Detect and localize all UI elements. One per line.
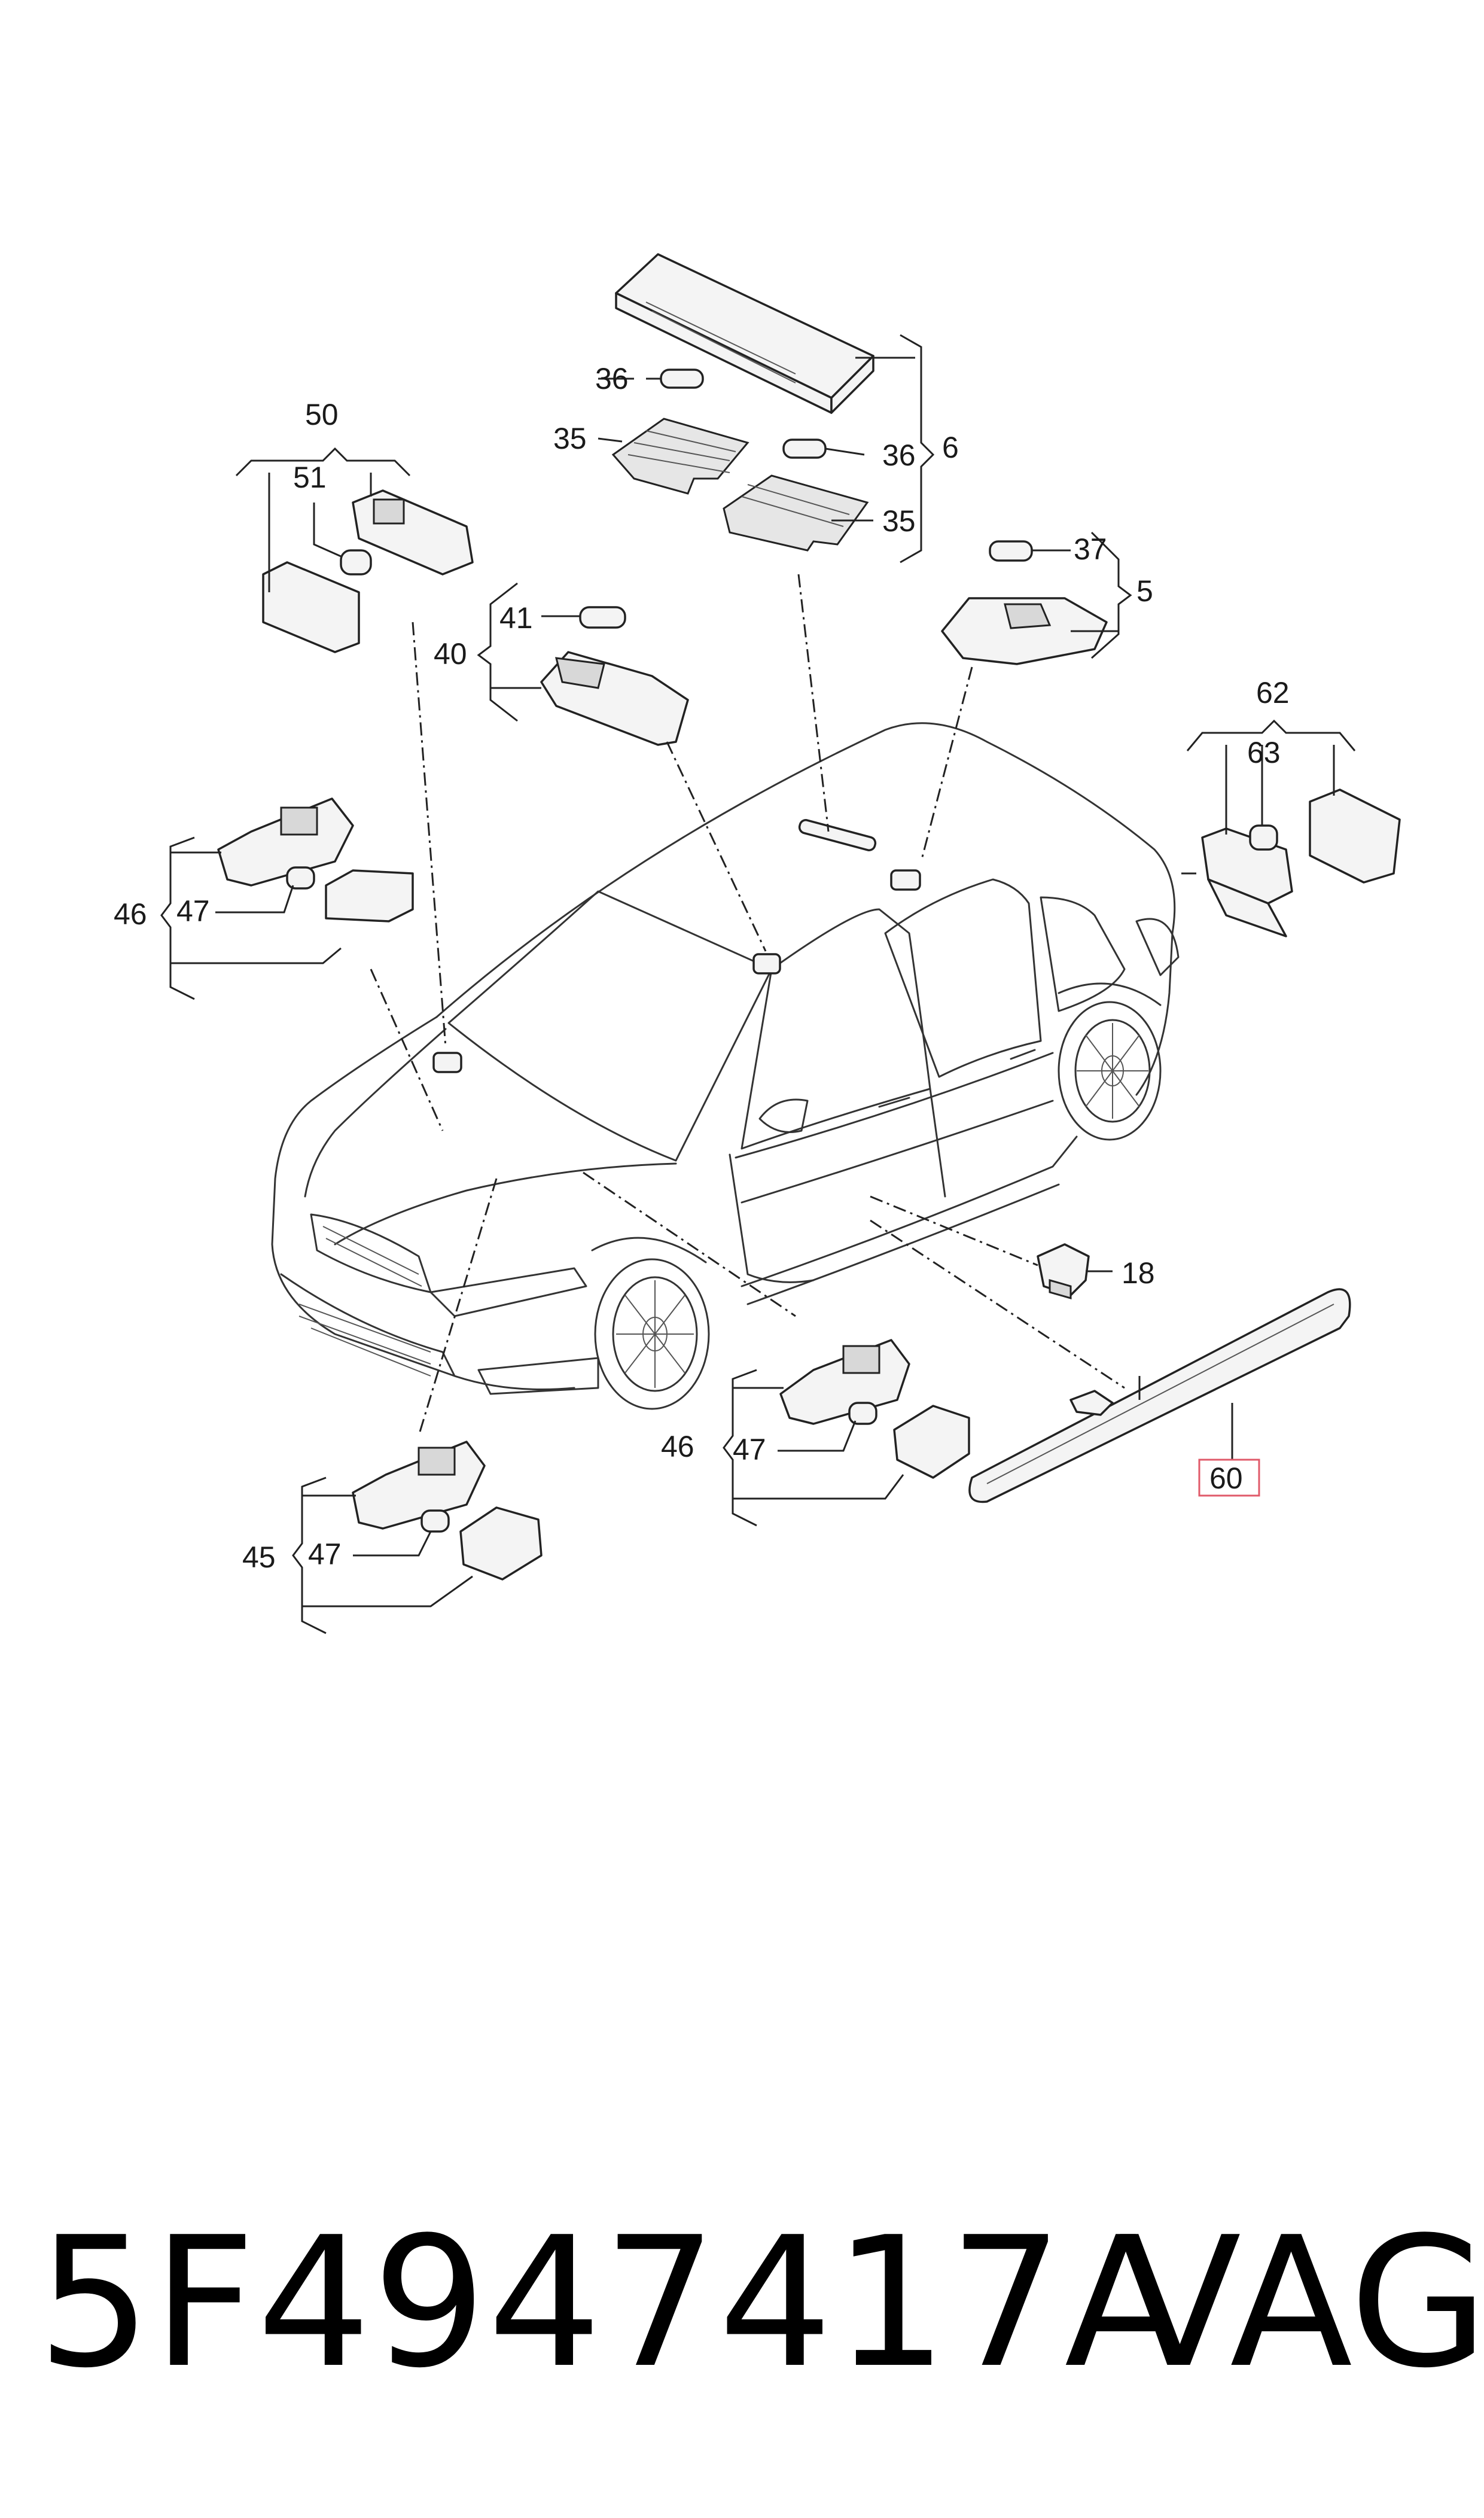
callout-46-left: 46 (114, 897, 147, 931)
callout-47-bottom: 47 (308, 1537, 342, 1571)
lens-35-left (611, 418, 749, 495)
switch-18 (870, 1195, 1113, 1299)
car-outline (271, 722, 1180, 1410)
bulb-36-right (782, 439, 865, 459)
rear-lamp-62-assembly (1181, 719, 1401, 937)
glovebox-lamp-assembly (235, 447, 474, 1048)
callout-40: 40 (434, 637, 467, 671)
callout-47-right: 47 (733, 1433, 766, 1466)
callout-62: 62 (1256, 676, 1290, 710)
callout-6: 6 (942, 431, 959, 464)
brand-text: VAG (1119, 2199, 1484, 2407)
callout-50: 50 (305, 398, 339, 431)
callout-45: 45 (242, 1540, 276, 1574)
callout-46-right: 46 (661, 1430, 694, 1463)
roof-console-assembly (598, 253, 935, 832)
rear-interior-lamp-assembly (920, 531, 1132, 862)
callout-60: 60 (1209, 1462, 1243, 1495)
callout-35-right: 35 (882, 504, 916, 538)
callout-51: 51 (293, 461, 327, 494)
front-wheel (591, 1237, 710, 1410)
door-lamp-46-right-assembly (583, 1171, 970, 1527)
door-lamp-45-assembly (292, 1178, 543, 1634)
rear-wheel (1058, 982, 1162, 1141)
part-number-text: 5F4947417A (37, 2199, 1189, 2407)
door-sill-strip-60 (870, 1219, 1351, 1503)
callout-36-left: 36 (595, 362, 629, 395)
callout-36-right: 36 (882, 439, 916, 472)
callout-labels: 50 51 40 41 36 35 36 35 6 37 5 62 63 46 … (114, 362, 1290, 1574)
callout-41: 41 (499, 601, 533, 635)
callout-5: 5 (1136, 574, 1153, 608)
callout-63: 63 (1247, 736, 1281, 769)
callout-18: 18 (1122, 1256, 1155, 1290)
bulb-36-left (646, 369, 704, 389)
front-interior-lamp-assembly (477, 582, 767, 952)
part-60-highlight-box (1198, 1459, 1260, 1497)
callout-47-left: 47 (176, 894, 210, 928)
callout-35-left: 35 (553, 422, 587, 455)
callout-37: 37 (1074, 532, 1107, 566)
door-lamp-46-left-assembly (160, 797, 444, 1131)
